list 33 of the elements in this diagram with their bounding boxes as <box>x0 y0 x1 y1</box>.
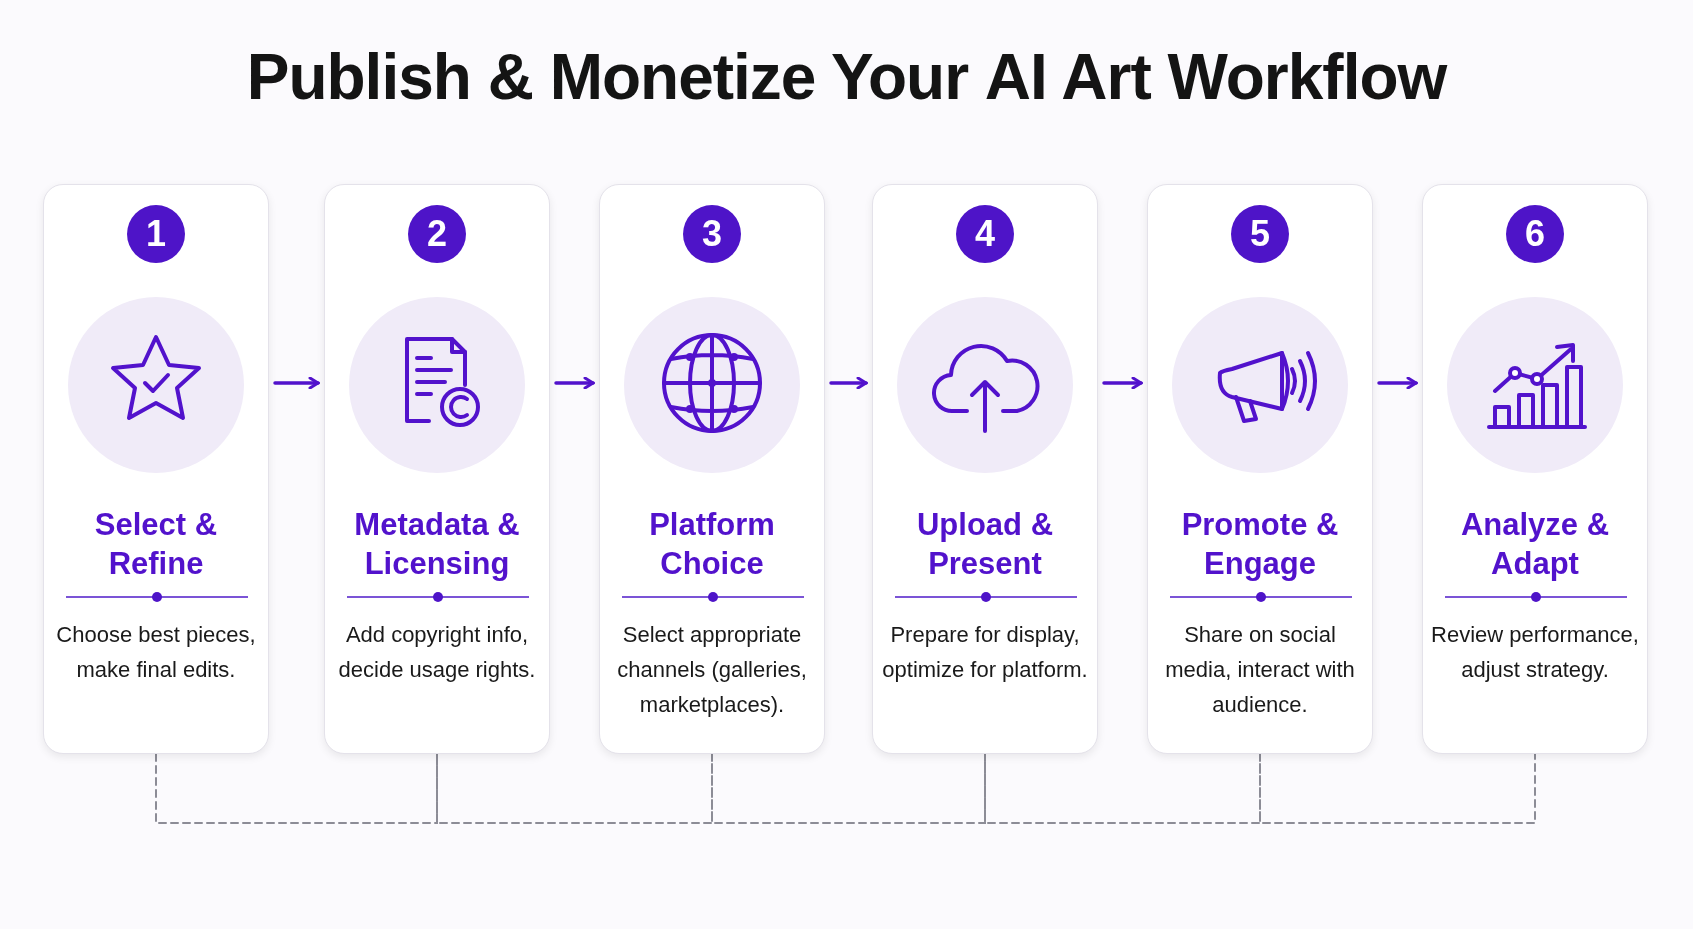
step-number: 1 <box>127 205 185 263</box>
step-description: Add copyright info, decide usage rights. <box>337 621 537 684</box>
arrow <box>1377 376 1418 390</box>
step-number: 3 <box>683 205 741 263</box>
connector-line <box>1259 753 1536 824</box>
step-title: Upload & Present <box>915 506 1055 583</box>
step-title: Analyze & Adapt <box>1459 506 1611 583</box>
step-card <box>43 184 269 754</box>
step-number: 5 <box>1231 205 1289 263</box>
step-description: Choose best pieces, make final edits. <box>55 621 257 684</box>
title: Publish & Monetize Your AI Art Workflow <box>246 41 1447 113</box>
step-title: Promote & Engage <box>1180 506 1340 583</box>
step-title: Select & Refine <box>93 506 219 583</box>
connector-line <box>436 753 713 824</box>
step-description: Review performance, adjust strategy. <box>1430 621 1640 684</box>
step-card <box>599 184 825 754</box>
step-card <box>1422 184 1648 754</box>
step-number: 6 <box>1506 205 1564 263</box>
step-number: 2 <box>408 205 466 263</box>
step-description: Share on social media, interact with audience. <box>1164 621 1356 719</box>
connector-line <box>155 753 438 824</box>
arrow <box>273 376 320 390</box>
step-title: Metadata & Licensing <box>353 506 521 583</box>
step-title: Platform Choice <box>648 506 776 583</box>
arrow <box>554 376 595 390</box>
step-number: 4 <box>956 205 1014 263</box>
step-card <box>1147 184 1373 754</box>
arrow <box>829 376 868 390</box>
step-description: Prepare for display, optimize for platform. <box>881 621 1089 684</box>
step-card <box>324 184 550 754</box>
step-card <box>872 184 1098 754</box>
arrow <box>1102 376 1143 390</box>
step-description: Select appropriate channels (galleries, marketplaces). <box>616 621 808 719</box>
